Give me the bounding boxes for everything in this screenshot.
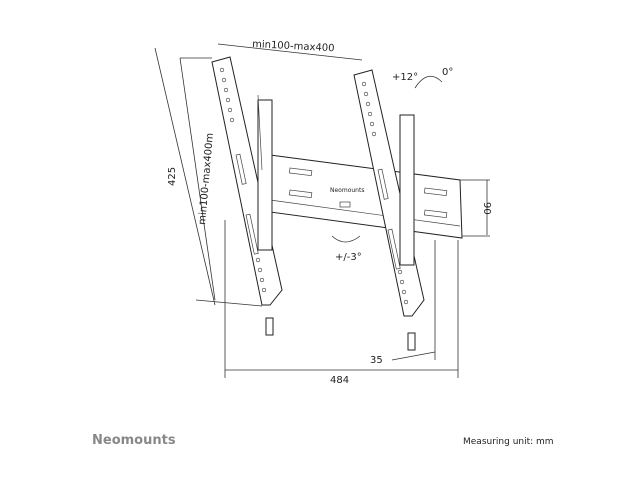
tilt-forward-label: +12° [392, 72, 418, 83]
measuring-unit: Measuring unit: mm [463, 437, 554, 447]
vesa-width-label: min100-max400 [252, 39, 335, 54]
brand-logo: Neomounts [92, 433, 176, 448]
rotation-label: +/-3° [335, 252, 362, 263]
wall-rail: Neomounts [269, 154, 463, 239]
right-tv-arm [353, 69, 425, 351]
dimension-lines [154, 43, 490, 378]
left-tv-arm [211, 56, 283, 336]
tilt-zero-label: 0° [442, 67, 453, 78]
vesa-height-label: min100-max400m [197, 132, 216, 225]
rail-height-label: 90 [481, 202, 492, 215]
depth-label: 35 [370, 355, 383, 366]
total-width-label: 484 [330, 375, 349, 386]
total-height-label: 425 [167, 167, 178, 186]
rail-logo: Neomounts [330, 187, 364, 194]
